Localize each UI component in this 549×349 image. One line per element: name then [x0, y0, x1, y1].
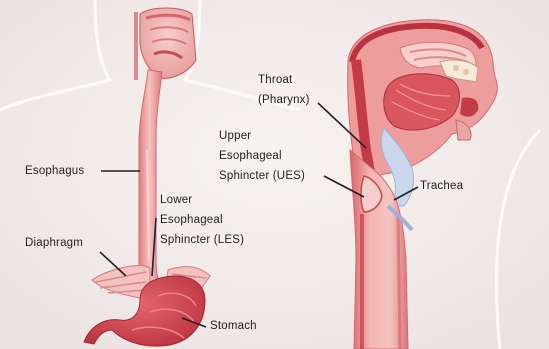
label-throat-line-1: Throat — [258, 70, 310, 90]
label-trachea-text: Trachea — [420, 176, 463, 196]
label-esophagus-text: Esophagus — [25, 161, 84, 181]
label-ues-line-3: Sphincter (UES) — [219, 166, 305, 186]
label-esophagus: Esophagus — [25, 161, 84, 181]
label-les-line-2: Esophageal — [160, 210, 244, 230]
label-diaphragm: Diaphragm — [25, 233, 83, 253]
label-trachea: Trachea — [420, 176, 463, 196]
label-les: Lower Esophageal Sphincter (LES) — [160, 190, 244, 250]
label-les-line-3: Sphincter (LES) — [160, 230, 244, 250]
label-ues-line-1: Upper — [219, 126, 305, 146]
label-throat-line-2: (Pharynx) — [258, 90, 310, 110]
label-stomach: Stomach — [210, 316, 257, 336]
label-ues: Upper Esophageal Sphincter (UES) — [219, 126, 305, 186]
label-les-line-1: Lower — [160, 190, 244, 210]
label-stomach-text: Stomach — [210, 316, 257, 336]
label-diaphragm-text: Diaphragm — [25, 233, 83, 253]
label-throat: Throat (Pharynx) — [258, 70, 310, 110]
label-ues-line-2: Esophageal — [219, 146, 305, 166]
